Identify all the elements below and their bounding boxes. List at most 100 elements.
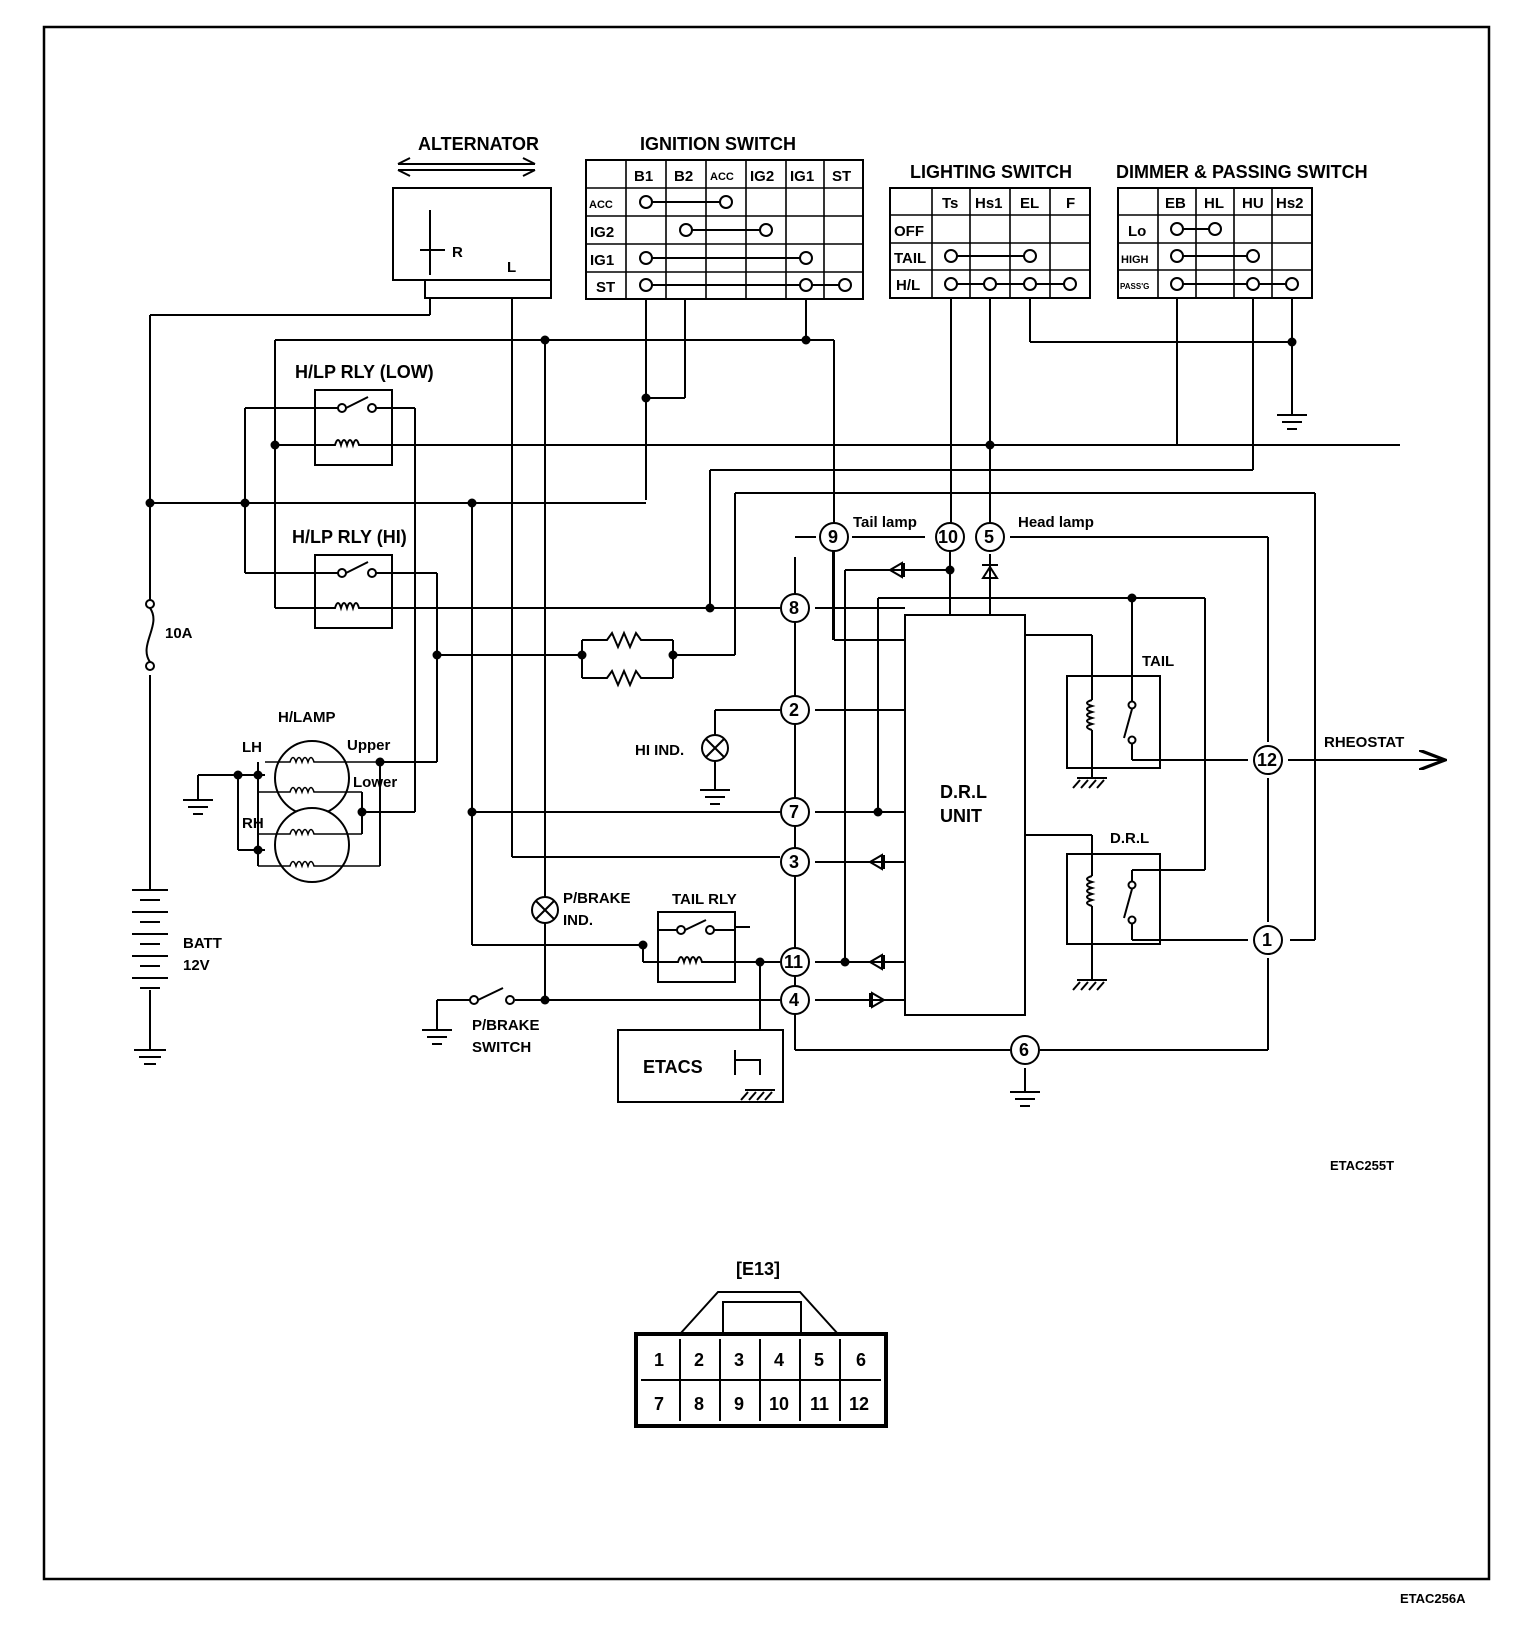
ign-col-ig1: IG1 [790,168,814,185]
pin-8-label: 8 [789,598,799,618]
pbrake-switch-label-2: SWITCH [472,1039,531,1056]
alternator-terminal-r: R [452,244,463,261]
hlp-relay-hi: H/LP RLY (HI) [292,527,407,629]
conn-cell-3: 3 [734,1350,744,1370]
ign-row-acc: ACC [589,199,613,211]
pin-5-label: 5 [984,527,994,547]
pin-1-label: 1 [1262,930,1272,950]
pin-3: 3 [780,847,810,877]
resistor-pair [581,630,674,688]
conn-cell-7: 7 [654,1394,664,1414]
pbrake-switch-label-1: P/BRAKE [472,1017,540,1034]
ign-row-ig1: IG1 [590,252,614,269]
pin-3-label: 3 [789,852,799,872]
headlamps: H/LAMP LH Upper Lower RH [183,709,397,883]
dimmer-passing-switch: DIMMER & PASSING SWITCH EB HL HU Hs2 Lo … [1116,162,1368,299]
figure-code-outer: ETAC256A [1400,1591,1466,1606]
figure-code-inner: ETAC255T [1330,1158,1394,1173]
conn-cell-9: 9 [734,1394,744,1414]
alternator-terminal-l: L [507,259,516,276]
hlp-relay-low-label: H/LP RLY (LOW) [295,362,434,382]
pin-11-label: 11 [784,952,803,972]
light-row-off: OFF [894,223,924,240]
headlamp-rh: RH [242,815,264,832]
etacs-module: ETACS [617,1029,784,1103]
conn-cell-6: 6 [856,1350,866,1370]
pbrake-indicator: P/BRAKE IND. [531,890,631,929]
ignition-switch: IGNITION SWITCH B1 B2 ACC IG2 IG1 ST ACC… [585,134,864,300]
pin-7: 7 [780,797,810,827]
pin-9-label: 9 [828,527,838,547]
conn-cell-2: 2 [694,1350,704,1370]
pin-2-label: 2 [789,700,799,720]
pin-4: 4 [780,985,810,1015]
headlamp-lower: Lower [353,774,397,791]
pin-1: 1 [1253,925,1283,955]
rheostat-label: RHEOSTAT [1324,734,1404,751]
connector-e13: [E13] 1 2 3 4 5 6 7 8 9 10 11 12 [634,1259,888,1428]
dim-row-passg: PASS'G [1120,282,1149,291]
light-col-hs1: Hs1 [975,195,1003,212]
ign-row-ig2: IG2 [590,224,614,241]
conn-cell-5: 5 [814,1350,824,1370]
lighting-switch: LIGHTING SWITCH Ts Hs1 EL F OFF TAIL H/L [889,162,1091,299]
grounds [1010,414,1307,1107]
conn-cell-1: 1 [654,1350,664,1370]
light-row-tail: TAIL [894,250,926,267]
tail-relay-right: TAIL [1066,653,1174,789]
fuse-label: 10A [165,625,193,642]
pin-12-label: 12 [1257,750,1277,770]
ign-col-b1: B1 [634,168,653,185]
dim-col-hu: HU [1242,195,1264,212]
pin-10-label: 10 [938,527,958,547]
pin-12: 12 [1253,745,1283,775]
pin-6: 6 [1010,1035,1040,1065]
head-lamp-label: Head lamp [1018,514,1094,531]
dim-col-hl: HL [1204,195,1224,212]
conn-cell-11: 11 [810,1394,829,1414]
dimmer-switch-title: DIMMER & PASSING SWITCH [1116,162,1368,182]
dim-row-lo: Lo [1128,223,1146,240]
pin-10: 10 [935,522,965,552]
pin-2: 2 [780,695,810,725]
battery-voltage: 12V [183,957,210,974]
drl-unit-line2: UNIT [940,806,982,826]
hi-indicator: HI IND. [635,734,730,805]
drl-relay-right: D.R.L [1066,830,1161,991]
pin-5: 5 [975,522,1005,552]
diagram-frame [42,25,1491,1581]
pin-9: 9 [819,522,849,552]
tail-label: TAIL [1142,653,1174,670]
tail-relay: TAIL RLY [642,891,737,983]
pin-8: 8 [780,593,810,623]
wiring [149,298,1445,1060]
tail-lamp-label: Tail lamp [853,514,917,531]
light-col-ts: Ts [942,195,958,212]
pin-6-label: 6 [1019,1040,1029,1060]
conn-cell-8: 8 [694,1394,704,1414]
tail-relay-label: TAIL RLY [672,891,737,908]
ign-col-st: ST [832,168,851,185]
lighting-switch-title: LIGHTING SWITCH [910,162,1072,182]
conn-cell-10: 10 [769,1394,789,1414]
hlp-relay-hi-label: H/LP RLY (HI) [292,527,407,547]
pin-4-label: 4 [789,990,799,1010]
ign-col-ig2: IG2 [750,168,774,185]
headlamp-lh: LH [242,739,262,756]
pin-7-label: 7 [789,802,799,822]
battery-label: BATT [183,935,222,952]
headlamp-title: H/LAMP [278,709,336,726]
drl-unit: D.R.L UNIT [904,614,1026,1016]
fuse-10a: 10A [145,599,193,671]
pbrake-ind-label-1: P/BRAKE [563,890,631,907]
light-col-el: EL [1020,195,1039,212]
etacs-label: ETACS [643,1057,703,1077]
connector-name: [E13] [736,1259,780,1279]
headlamp-upper: Upper [347,737,391,754]
conn-cell-4: 4 [774,1350,784,1370]
hi-ind-label: HI IND. [635,742,684,759]
dim-col-eb: EB [1165,195,1186,212]
alternator: ALTERNATOR R L [392,134,552,299]
ign-row-st: ST [596,279,615,296]
